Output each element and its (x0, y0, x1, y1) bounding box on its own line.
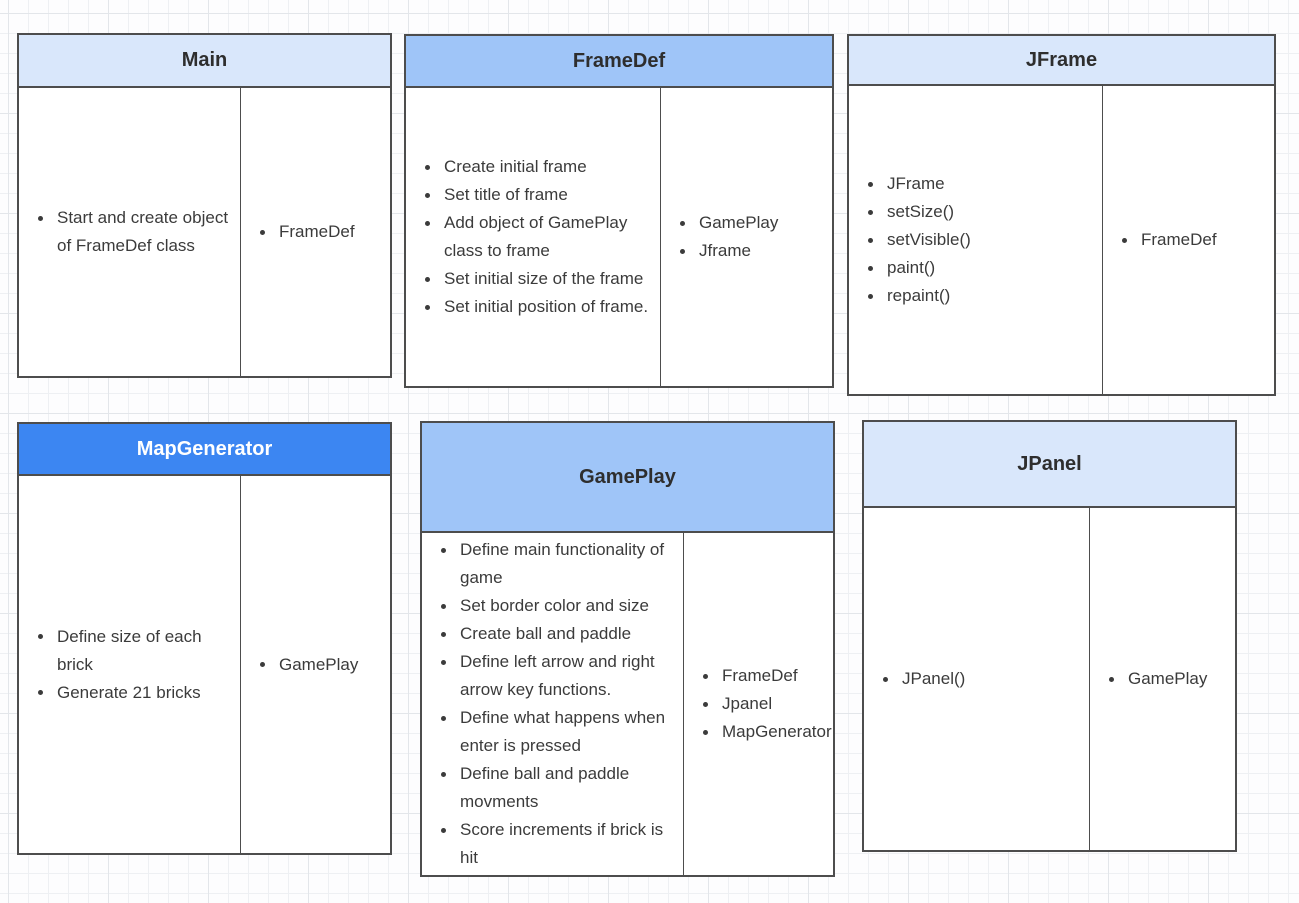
responsibility-item: Define ball and paddle movments (436, 760, 673, 816)
card-header: JFrame (849, 36, 1274, 86)
responsibility-item: Create ball and paddle (436, 620, 673, 648)
card-body: Define main functionality of game Set bo… (422, 533, 833, 875)
responsibilities-column: Create initial frame Set title of frame … (406, 88, 661, 386)
collaborator-item: GamePlay (255, 651, 380, 679)
card-body: Create initial frame Set title of frame … (406, 88, 832, 386)
collaborators-list: GamePlay (255, 651, 380, 679)
responsibility-item: JFrame (863, 170, 1092, 198)
crc-card-framedef[interactable]: FrameDef Create initial frame Set title … (404, 34, 834, 388)
card-title: FrameDef (572, 49, 666, 72)
crc-card-gameplay[interactable]: GamePlay Define main functionality of ga… (420, 421, 835, 877)
responsibility-item: setSize() (863, 198, 1092, 226)
card-title: Main (181, 49, 228, 71)
collaborator-item: GamePlay (675, 209, 822, 237)
collaborators-list: FrameDef Jpanel MapGenerator (698, 662, 832, 746)
collaborators-list: GamePlay (1104, 665, 1225, 693)
collaborators-column: GamePlay (1090, 508, 1235, 850)
responsibility-item: JPanel() (878, 665, 1079, 693)
responsibility-item: Define size of each brick (33, 623, 230, 679)
responsibility-item: Define left arrow and right arrow key fu… (436, 648, 673, 704)
collaborators-list: GamePlay Jframe (675, 209, 822, 265)
card-header: GamePlay (422, 423, 833, 533)
responsibility-item: Set border color and size (436, 592, 673, 620)
responsibility-item: Set initial position of frame. (420, 293, 650, 321)
card-title: JPanel (1017, 452, 1082, 475)
collaborator-item: Jframe (675, 237, 822, 265)
responsibility-item: repaint() (863, 282, 1092, 310)
responsibilities-column: JFrame setSize() setVisible() paint() re… (849, 86, 1103, 394)
responsibility-item: Define what happens when enter is presse… (436, 704, 673, 760)
responsibilities-list: JFrame setSize() setVisible() paint() re… (863, 170, 1092, 310)
collaborator-item: FrameDef (255, 218, 380, 246)
card-title: MapGenerator (136, 437, 273, 460)
card-body: JPanel() GamePlay (864, 508, 1235, 850)
collaborators-column: GamePlay (241, 476, 390, 853)
responsibilities-list: Define size of each brick Generate 21 br… (33, 623, 230, 707)
responsibilities-list: Create initial frame Set title of frame … (420, 153, 650, 321)
responsibility-item: Create initial frame (420, 153, 650, 181)
collaborators-column: FrameDef Jpanel MapGenerator (684, 533, 833, 875)
collaborators-column: FrameDef (241, 88, 390, 376)
collaborators-column: FrameDef (1103, 86, 1274, 394)
card-body: JFrame setSize() setVisible() paint() re… (849, 86, 1274, 394)
responsibilities-column: Define size of each brick Generate 21 br… (19, 476, 241, 853)
responsibility-item: Generate 21 bricks (33, 679, 230, 707)
card-header: JPanel (864, 422, 1235, 508)
collaborator-item: Jpanel (698, 690, 823, 718)
card-body: Define size of each brick Generate 21 br… (19, 476, 390, 853)
crc-card-jpanel[interactable]: JPanel JPanel() GamePlay (862, 420, 1237, 852)
responsibility-item: Add object of GamePlay class to frame (420, 209, 650, 265)
card-body: Start and create object of FrameDef clas… (19, 88, 390, 376)
card-title: JFrame (1025, 48, 1098, 71)
collaborator-item: FrameDef (698, 662, 823, 690)
responsibilities-column: Define main functionality of game Set bo… (422, 533, 684, 875)
responsibility-item: paint() (863, 254, 1092, 282)
responsibilities-column: JPanel() (864, 508, 1090, 850)
responsibility-item: Set initial size of the frame (420, 265, 650, 293)
card-header: MapGenerator (19, 424, 390, 476)
responsibility-item: Score increments if brick is hit (436, 816, 673, 872)
responsibilities-column: Start and create object of FrameDef clas… (19, 88, 241, 376)
collaborators-column: GamePlay Jframe (661, 88, 832, 386)
card-title: GamePlay (579, 465, 676, 488)
crc-card-main[interactable]: Main Start and create object of FrameDef… (17, 33, 392, 378)
responsibilities-list: JPanel() (878, 665, 1079, 693)
crc-card-jframe[interactable]: JFrame JFrame setSize() setVisible() pai… (847, 34, 1276, 396)
collaborators-list: FrameDef (255, 218, 380, 246)
card-header: Main (19, 35, 390, 88)
responsibility-item: Start and create object of FrameDef clas… (33, 204, 230, 260)
collaborator-item: MapGenerator (698, 718, 832, 746)
crc-card-mapgenerator[interactable]: MapGenerator Define size of each brick G… (17, 422, 392, 855)
responsibility-item: setVisible() (863, 226, 1092, 254)
responsibilities-list: Define main functionality of game Set bo… (436, 536, 673, 872)
responsibility-item: Set title of frame (420, 181, 650, 209)
collaborator-item: FrameDef (1117, 226, 1264, 254)
card-header: FrameDef (406, 36, 832, 88)
collaborators-list: FrameDef (1117, 226, 1264, 254)
collaborator-item: GamePlay (1104, 665, 1225, 693)
responsibility-item: Define main functionality of game (436, 536, 673, 592)
responsibilities-list: Start and create object of FrameDef clas… (33, 204, 230, 260)
